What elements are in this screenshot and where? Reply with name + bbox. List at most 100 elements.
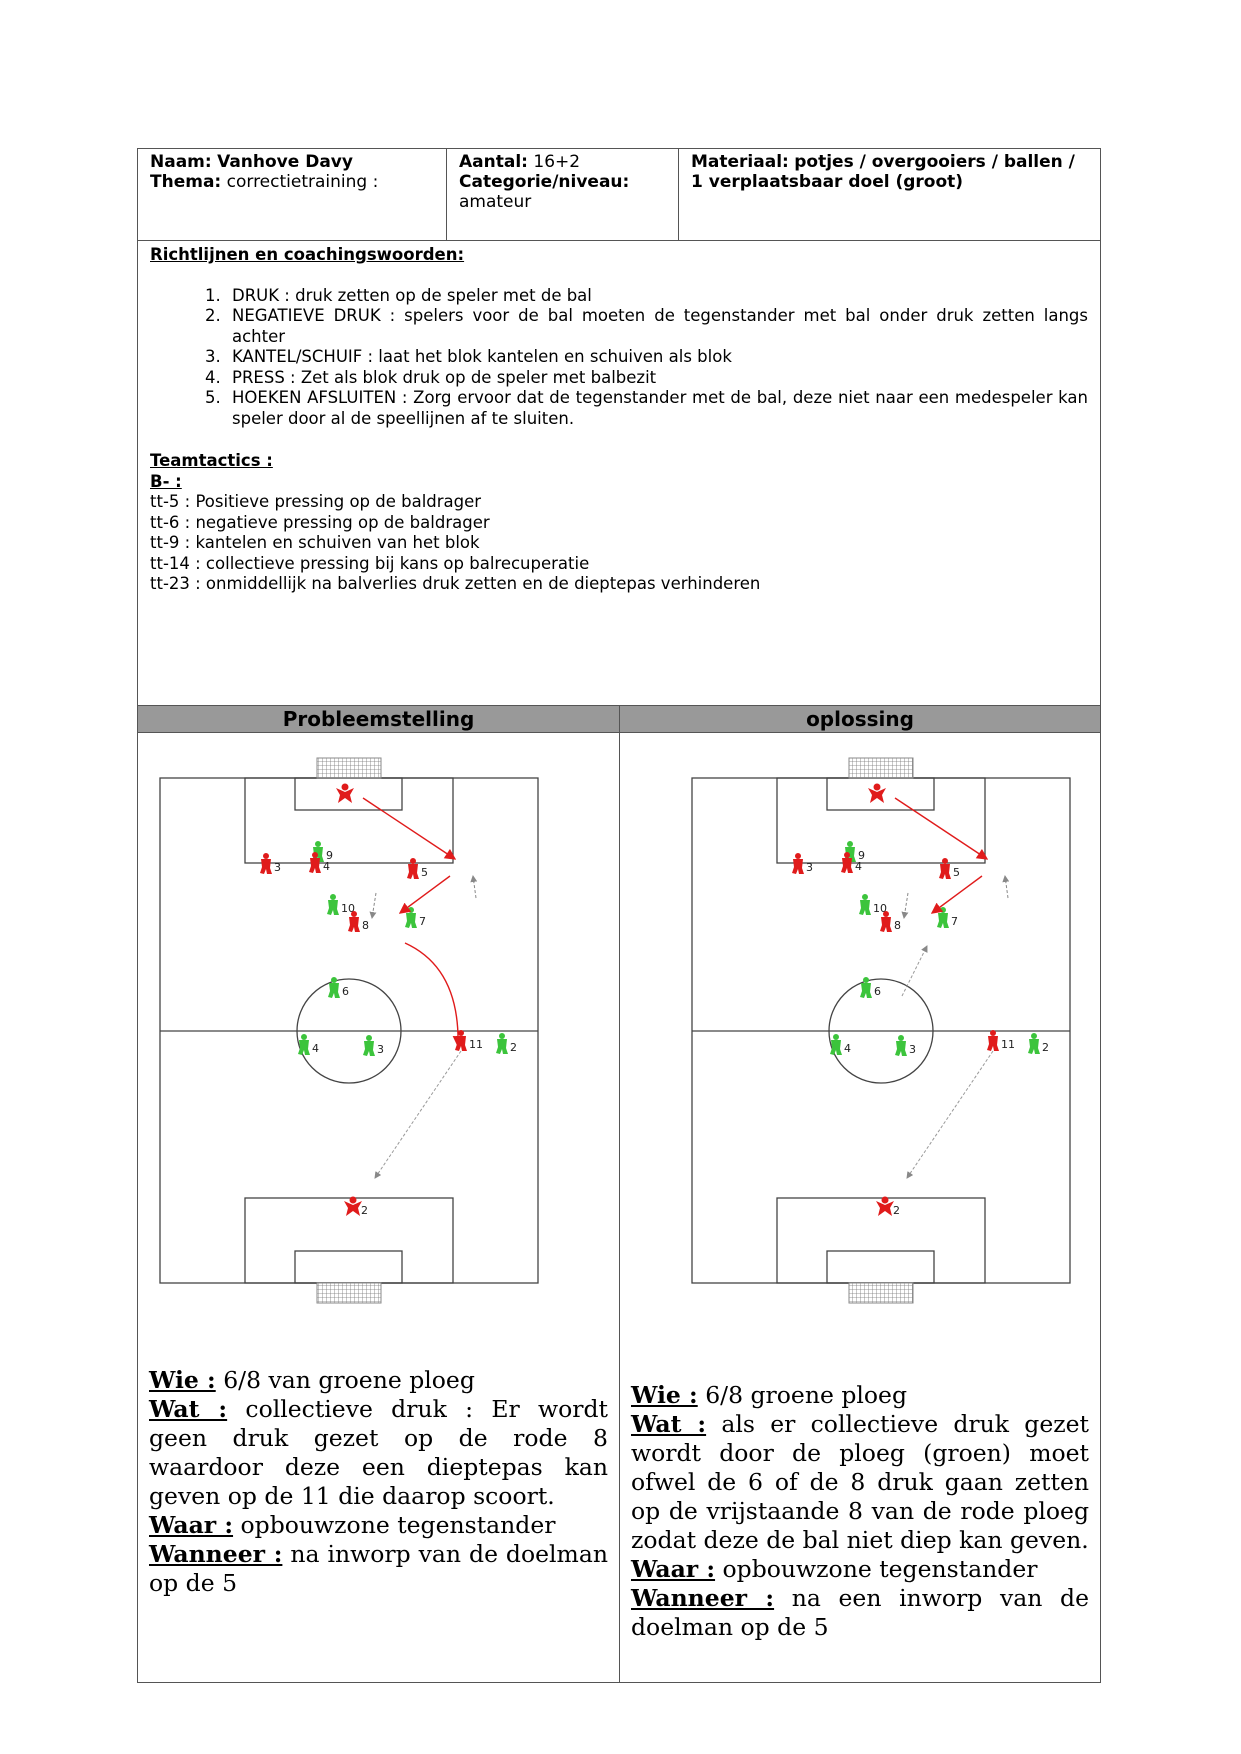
player-head — [408, 907, 414, 913]
green-player-6: 6 — [328, 977, 349, 998]
player-body — [328, 983, 340, 998]
player-body — [841, 858, 853, 873]
categorie-value: amateur — [459, 192, 532, 212]
training-sheet: Naam: Vanhove Davy Thema: correctietrain… — [137, 148, 1101, 1683]
problem-heading: Probleemstelling — [138, 706, 619, 733]
wanneer-text: na inworp van de doelman op de 5 — [149, 1540, 608, 1597]
red-player-3: 3 — [260, 853, 281, 874]
waar-label: Waar : — [631, 1555, 716, 1583]
run-green-10 — [369, 892, 377, 919]
wat-text: collectieve druk : Er wordt geen druk ge… — [149, 1395, 608, 1510]
player-number: 8 — [894, 919, 901, 932]
red-player-11: 11 — [455, 1030, 483, 1051]
green-player-4: 4 — [298, 1034, 319, 1055]
player-head — [499, 1033, 505, 1039]
goal-area-bottom — [826, 1250, 935, 1284]
player-body — [939, 864, 951, 879]
teamtactics-title: Teamtactics : — [150, 451, 273, 470]
player-number: 4 — [844, 1042, 851, 1055]
player-body — [407, 864, 419, 879]
player-head — [847, 841, 853, 847]
red-goalkeeper — [868, 783, 886, 803]
player-head — [458, 1030, 464, 1036]
run-green-10 — [901, 892, 909, 919]
wie-text: 6/8 groene ploeg — [705, 1381, 907, 1409]
player-body — [405, 913, 417, 928]
player-body — [987, 1036, 999, 1051]
goal-net-bottom — [848, 1282, 914, 1304]
tactic-item: tt-9 : kantelen en schuiven van het blok — [150, 533, 480, 552]
guideline-item: PRESS : Zet als blok druk op de speler m… — [226, 368, 1088, 389]
player-head — [863, 977, 869, 983]
goal-net-top — [316, 757, 382, 779]
pass-5-to-8 — [398, 875, 451, 914]
player-head — [331, 977, 337, 983]
player-head — [330, 894, 336, 900]
guideline-item: KANTEL/SCHUIF : laat het blok kantelen e… — [226, 347, 1088, 368]
red-player-8: 8 — [880, 911, 901, 932]
player-head — [263, 853, 269, 859]
run-11-blocked — [906, 1050, 994, 1179]
teamtactics-block: Teamtactics : B- : tt-5 : Positieve pres… — [150, 451, 1088, 595]
green-player-7: 7 — [937, 907, 958, 928]
green-player-6: 6 — [860, 977, 881, 998]
tactic-item: tt-5 : Positieve pressing op de baldrage… — [150, 492, 482, 511]
problem-description: Wie : 6/8 van groene ploeg Wat : collect… — [149, 1366, 608, 1598]
run-green-7 — [1002, 875, 1010, 899]
green-player-3: 3 — [363, 1035, 384, 1056]
categorie-label: Categorie/niveau: — [459, 172, 630, 192]
materiaal-value: potjes / overgooiers / ballen / 1 verpla… — [691, 152, 1075, 192]
red-player-8: 8 — [348, 911, 369, 932]
player-body — [937, 913, 949, 928]
aantal-label: Aantal: — [459, 152, 528, 172]
guideline-item: HOEKEN AFSLUITEN : Zorg ervoor dat de te… — [226, 388, 1088, 429]
waar-label: Waar : — [149, 1511, 234, 1539]
player-body — [309, 858, 321, 873]
run-11-to-goal — [374, 1050, 462, 1179]
player-body — [895, 1041, 907, 1056]
goalkeeper-body — [336, 788, 354, 803]
player-head — [312, 852, 318, 858]
player-body — [363, 1041, 375, 1056]
player-number: 11 — [469, 1038, 483, 1051]
player-body — [792, 859, 804, 874]
guideline-item: NEGATIEVE DRUK : spelers voor de bal moe… — [226, 306, 1088, 347]
press-green-6-to-8 — [901, 945, 928, 997]
player-number: 4 — [855, 860, 862, 873]
player-number: 2 — [361, 1204, 368, 1217]
player-body — [455, 1036, 467, 1051]
player-number: 2 — [893, 1204, 900, 1217]
header-table: Naam: Vanhove Davy Thema: correctietrain… — [137, 148, 1101, 241]
player-number: 10 — [873, 902, 887, 915]
goalkeeper-head — [349, 1196, 357, 1204]
goal-net-top — [848, 757, 914, 779]
center-circle — [828, 978, 934, 1084]
player-number: 5 — [953, 866, 960, 879]
player-body — [496, 1039, 508, 1054]
tactic-item: tt-14 : collectieve pressing bij kans op… — [150, 553, 590, 573]
player-head — [410, 858, 416, 864]
wie-label: Wie : — [631, 1381, 698, 1409]
player-number: 7 — [419, 915, 426, 928]
guidelines-title: Richtlijnen en coachingswoorden: — [150, 245, 465, 264]
player-number: 3 — [377, 1043, 384, 1056]
wie-text: 6/8 van groene ploeg — [223, 1366, 475, 1394]
wat-label: Wat : — [631, 1410, 707, 1438]
player-head — [844, 852, 850, 858]
red-player-11: 11 — [987, 1030, 1015, 1051]
wat-text: als er collectieve druk gezet wordt door… — [631, 1410, 1089, 1554]
red-player-3: 3 — [792, 853, 813, 874]
player-head — [898, 1035, 904, 1041]
red-goalkeeper — [336, 783, 354, 803]
green-player-7: 7 — [405, 907, 426, 928]
player-number: 2 — [510, 1041, 517, 1054]
thema-label: Thema: — [150, 172, 222, 192]
player-head — [862, 894, 868, 900]
goal-area-bottom — [294, 1250, 403, 1284]
waar-text: opbouwzone tegenstander — [722, 1555, 1038, 1583]
player-head — [301, 1034, 307, 1040]
